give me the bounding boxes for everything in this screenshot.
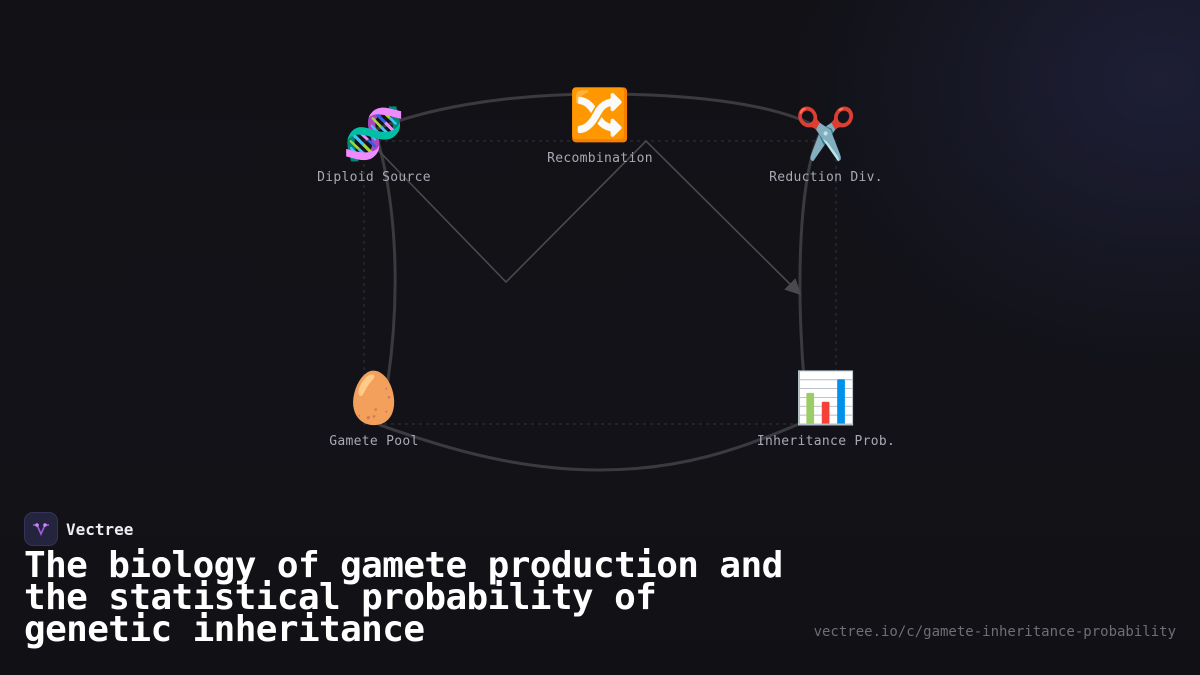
cycle-loop: [373, 92, 825, 472]
node-inheritance-probability[interactable]: 📊 Inheritance Prob.: [726, 370, 926, 449]
flow-arrow: [375, 139, 802, 296]
scissors-icon: ✂️: [794, 105, 858, 163]
node-label: Recombination: [547, 151, 653, 166]
node-label: Reduction Div.: [769, 170, 883, 185]
node-recombination[interactable]: 🔀 Recombination: [500, 87, 700, 166]
dna-icon: 🧬: [342, 105, 406, 163]
egg-icon: 🥚: [342, 369, 406, 427]
page-url[interactable]: vectree.io/c/gamete-inheritance-probabil…: [813, 624, 1176, 640]
brand[interactable]: Vectree: [24, 512, 133, 546]
node-gamete-pool[interactable]: 🥚 Gamete Pool: [274, 370, 474, 449]
node-diploid-source[interactable]: 🧬 Diploid Source: [274, 106, 474, 185]
brand-name: Vectree: [66, 519, 134, 539]
node-label: Gamete Pool: [329, 434, 419, 449]
vectree-logo-icon: [24, 512, 58, 546]
shuffle-icon: 🔀: [568, 86, 632, 144]
bar-chart-icon: 📊: [794, 369, 858, 427]
node-label: Diploid Source: [317, 170, 431, 185]
node-label: Inheritance Prob.: [756, 434, 896, 449]
page-title: The biology of gamete production and the…: [24, 545, 783, 650]
node-reduction-division[interactable]: ✂️ Reduction Div.: [726, 106, 926, 185]
